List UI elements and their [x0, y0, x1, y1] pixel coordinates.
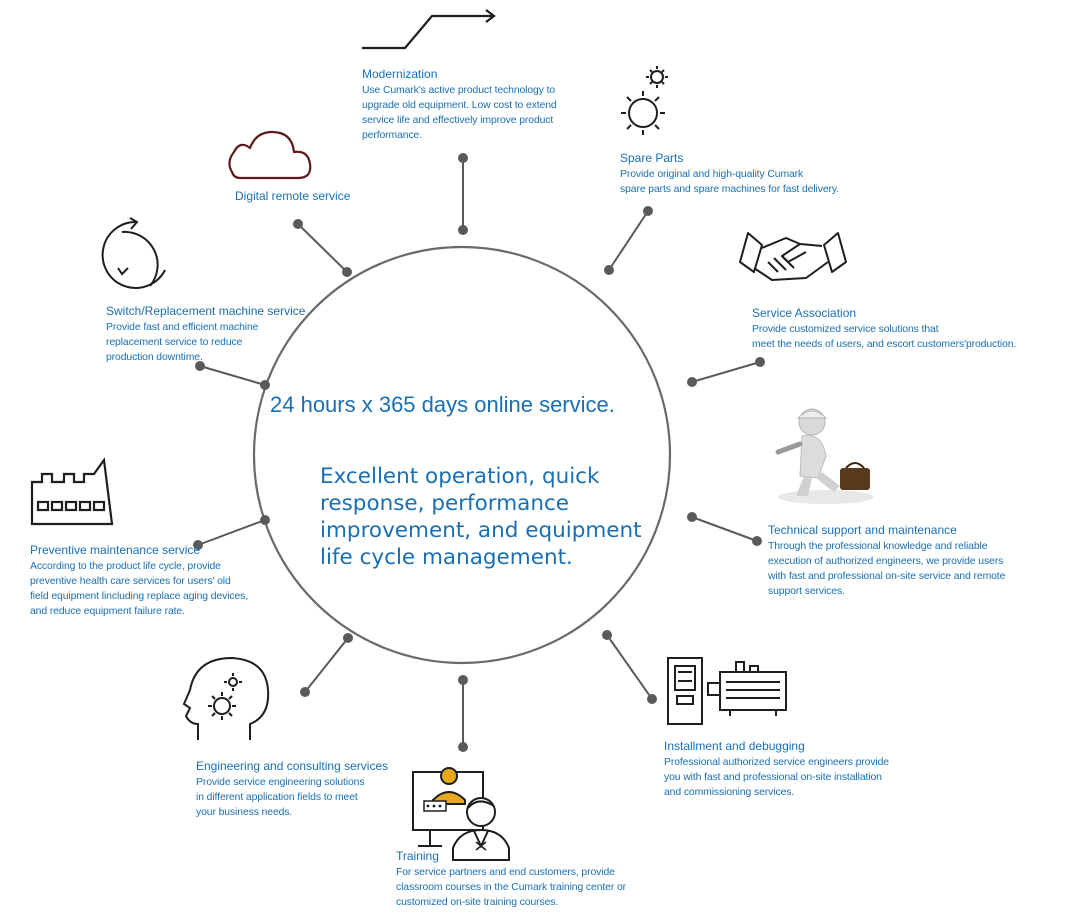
- service-title: Modernization: [362, 67, 438, 81]
- handshake-icon: [739, 232, 847, 281]
- service-title: Training: [396, 849, 439, 863]
- hub-circle: [252, 245, 672, 665]
- service-title: Switch/Replacement machine service: [106, 304, 306, 318]
- head-gears-icon: [182, 656, 270, 740]
- gears-icon: [621, 66, 668, 135]
- service-description: Provide service engineering solutions in…: [196, 777, 365, 818]
- service-title: Digital remote service: [235, 189, 351, 203]
- service-description: Provide customized service solutions tha…: [752, 324, 1017, 350]
- service-description: According to the product life cycle, pro…: [30, 561, 249, 617]
- service-title: Service Association: [752, 306, 857, 320]
- spoke-preventive: [193, 515, 270, 550]
- spoke-engineering: [300, 633, 353, 697]
- service-title: Preventive maintenance service: [30, 543, 201, 557]
- service-engineering: Engineering and consulting services Prov…: [196, 758, 416, 820]
- service-description: Through the professional knowledge and r…: [768, 541, 1006, 597]
- service-association: Service Association Provide customized s…: [752, 305, 1052, 352]
- cloud-icon: [228, 130, 312, 180]
- service-description: Professional authorized service engineer…: [664, 757, 889, 798]
- service-title: Spare Parts: [620, 151, 684, 165]
- spoke-technical-support: [687, 512, 762, 546]
- service-spare-parts: Spare Parts Provide original and high-qu…: [620, 150, 880, 197]
- service-digital-remote: Digital remote service: [235, 188, 395, 205]
- service-technical-support: Technical support and maintenance Throug…: [768, 522, 1048, 599]
- spoke-switch-replacement: [195, 361, 270, 390]
- service-description: Provide fast and efficient machine repla…: [106, 322, 259, 363]
- spoke-service-association: [687, 357, 765, 387]
- center-headline: 24 hours x 365 days online service.: [270, 392, 615, 417]
- service-description: Use Cumark's active product technology t…: [362, 85, 557, 141]
- trainer-icon: [412, 767, 510, 861]
- service-installment: Installment and debugging Professional a…: [664, 738, 924, 800]
- service-title: Installment and debugging: [664, 739, 805, 753]
- technician-icon: [775, 408, 874, 504]
- service-training: Training For service partners and end cu…: [396, 848, 656, 910]
- service-description: For service partners and end customers, …: [396, 867, 627, 908]
- center-subline: Excellent operation, quick response, per…: [320, 464, 642, 570]
- spoke-digital-remote: [293, 219, 352, 277]
- service-title: Engineering and consulting services: [196, 759, 389, 773]
- spoke-training: [458, 675, 468, 752]
- upgrade-arrow-icon: [362, 9, 496, 50]
- service-description: Provide original and high-quality Cumark…: [620, 169, 839, 195]
- cabinet-motor-icon: [667, 657, 787, 725]
- service-modernization: Modernization Use Cumark's active produc…: [362, 66, 612, 143]
- service-preventive: Preventive maintenance service According…: [30, 542, 280, 619]
- factory-icon: [30, 457, 114, 526]
- spoke-modernization: [458, 153, 468, 235]
- service-title: Technical support and maintenance: [768, 523, 957, 537]
- service-switch-replacement: Switch/Replacement machine service Provi…: [106, 303, 326, 365]
- spoke-spare-parts: [604, 206, 653, 275]
- cycle-arrows-icon: [101, 217, 166, 289]
- spoke-installment: [602, 630, 657, 704]
